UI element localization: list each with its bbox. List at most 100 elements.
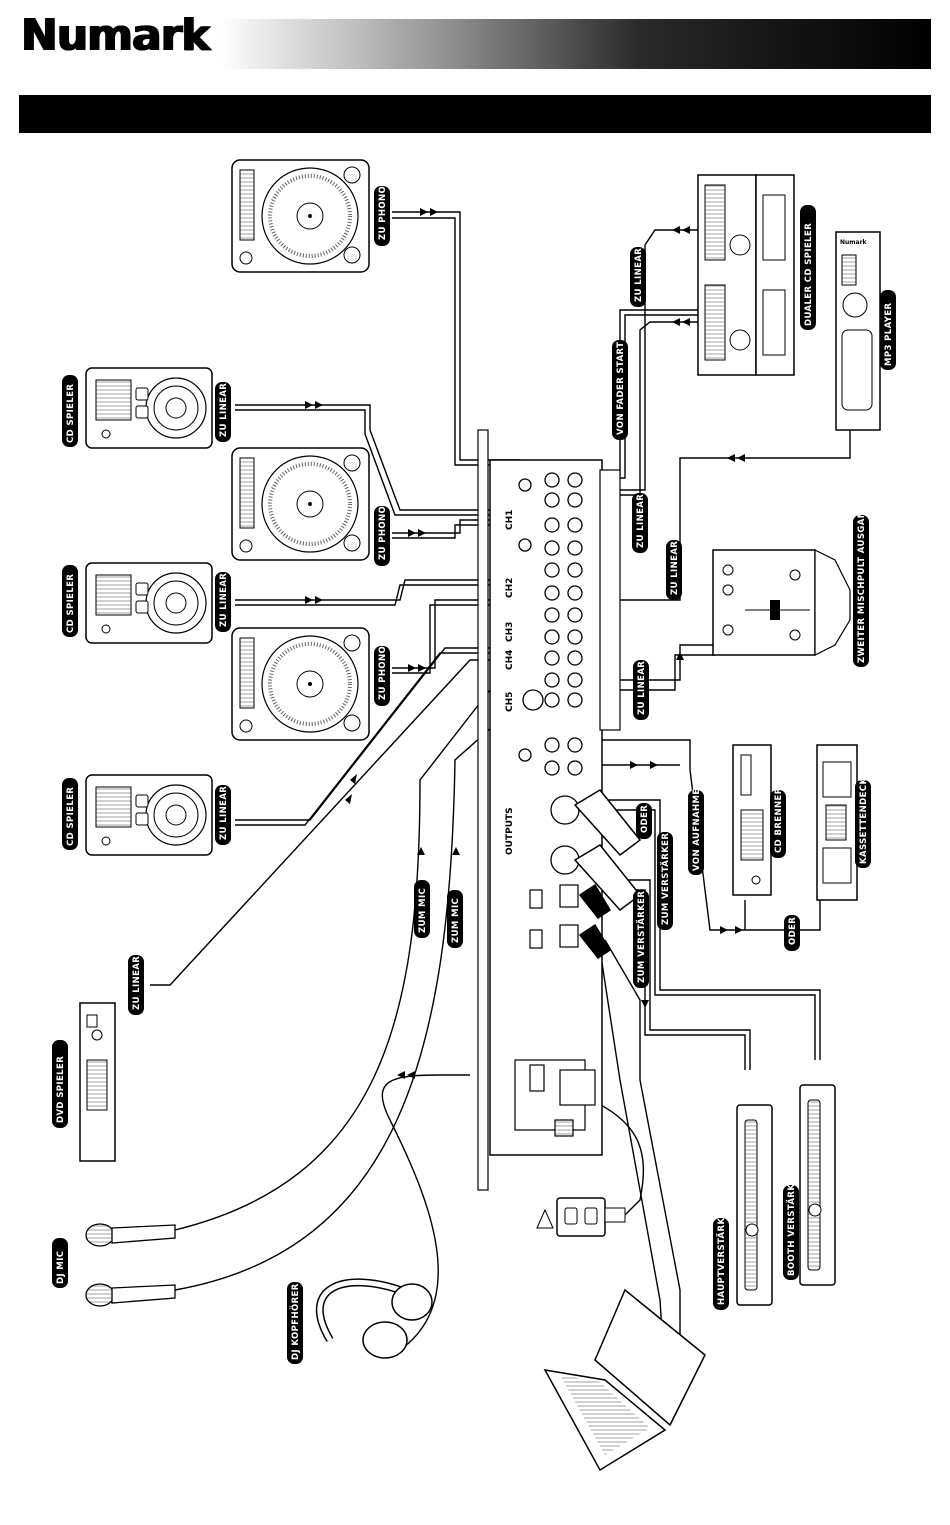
cd-player-3	[85, 774, 213, 856]
svg-text:ZU LINEAR: ZU LINEAR	[636, 494, 646, 548]
svg-text:VON AUFNAHME: VON AUFNAHME	[692, 788, 702, 871]
title-bar	[19, 95, 931, 133]
label-zu-linear-2: ZU LINEAR	[215, 572, 231, 632]
turntable-1	[231, 159, 370, 273]
label-dualer-cd-spieler: DUALER CD SPIELER	[800, 205, 816, 330]
label-von-aufnahme: VON AUFNAHME	[688, 788, 704, 875]
label-zu-phono-2: ZU PHONO	[374, 506, 390, 566]
mixer: CH1 CH2 CH3 CH4 CH5 OUTPUTS	[477, 429, 642, 1191]
svg-text:DJ KOPFHÖRER: DJ KOPFHÖRER	[290, 1283, 301, 1360]
label-zu-linear-dualcd: ZU LINEAR	[630, 247, 646, 307]
arrowheads	[305, 208, 745, 1079]
label-zum-verstaerker-1: ZUM VERSTÄRKER	[657, 832, 673, 930]
cable-cd1	[235, 404, 540, 511]
dj-mic-1	[85, 1223, 176, 1247]
label-von-fader-start: VON FADER START	[612, 340, 628, 440]
svg-text:ZUM VERSTÄRKER: ZUM VERSTÄRKER	[636, 891, 647, 983]
label-cd-spieler-1: CD SPIELER	[62, 375, 78, 447]
label-cd-spieler-2: CD SPIELER	[62, 565, 78, 637]
label-oder-2: ODER	[784, 915, 800, 951]
svg-text:ZWEITER MISCHPULT AUSGANG: ZWEITER MISCHPULT AUSGANG	[857, 503, 867, 663]
label-zum-verstaerker-2: ZUM VERSTÄRKER	[633, 890, 649, 988]
svg-text:ZUM MIC: ZUM MIC	[418, 888, 428, 933]
svg-text:ZU LINEAR: ZU LINEAR	[634, 248, 644, 302]
label-booth-verstaerker: BOOTH VERSTÄRKER	[783, 1170, 799, 1280]
label-zu-linear-5: ZU LINEAR	[666, 540, 682, 600]
svg-text:ZU LINEAR: ZU LINEAR	[219, 383, 229, 437]
ch2-label: CH2	[505, 578, 515, 598]
cable-usb	[604, 939, 681, 1400]
svg-text:ODER: ODER	[640, 805, 650, 833]
numark-logo: Numark	[21, 10, 211, 61]
label-zum-mic-2: ZUM MIC	[447, 890, 463, 948]
label-zu-phono-1: ZU PHONO	[374, 186, 390, 246]
cable-booth	[600, 799, 821, 1060]
turntable-2	[231, 447, 370, 561]
ch5-label: CH5	[505, 692, 515, 712]
svg-text:ZUM MIC: ZUM MIC	[451, 898, 461, 943]
svg-text:CD SPIELER: CD SPIELER	[66, 384, 76, 443]
label-dvd-spieler: DVD SPIELER	[52, 1040, 68, 1128]
cassette-deck	[816, 744, 858, 901]
svg-text:ZU PHONO: ZU PHONO	[378, 506, 388, 560]
main-amp	[736, 1104, 773, 1306]
laptop	[543, 1288, 706, 1472]
header-bar	[19, 19, 931, 69]
cable-phono-3b	[392, 604, 515, 674]
label-zu-linear-4: ZU LINEAR	[632, 493, 648, 553]
cable-mixer2-b	[590, 654, 715, 691]
label-zu-linear-6: ZU LINEAR	[633, 660, 649, 720]
second-mixer	[712, 549, 851, 656]
cd-player-1	[85, 367, 213, 449]
dvd-player	[79, 1002, 116, 1162]
label-zweiter-mischpult: ZWEITER MISCHPULT AUSGANG	[853, 503, 869, 667]
svg-text:BOOTH VERSTÄRKER: BOOTH VERSTÄRKER	[786, 1170, 797, 1276]
label-cd-spieler-3: CD SPIELER	[62, 778, 78, 850]
cable-cd1-2	[235, 409, 540, 516]
label-zum-mic-1: ZUM MIC	[414, 880, 430, 938]
dj-mic-2	[85, 1283, 176, 1307]
svg-text:HAUPTVERSTÄRKER: HAUPTVERSTÄRKER	[716, 1204, 727, 1305]
svg-text:DUALER CD SPIELER: DUALER CD SPIELER	[804, 223, 814, 326]
ch4-label: CH4	[505, 650, 515, 670]
ch1-label: CH1	[505, 510, 515, 530]
svg-text:KASSETTENDECK: KASSETTENDECK	[859, 778, 869, 864]
svg-text:ZU PHONO: ZU PHONO	[378, 646, 388, 700]
svg-text:ZU LINEAR: ZU LINEAR	[637, 661, 647, 715]
power-outlet	[536, 1197, 626, 1237]
cable-main	[600, 879, 751, 1070]
svg-text:ZUM VERSTÄRKER: ZUM VERSTÄRKER	[660, 833, 671, 925]
svg-text:CD SPIELER: CD SPIELER	[66, 574, 76, 633]
svg-text:ODER: ODER	[788, 917, 798, 945]
label-dj-kopfhoerer: DJ KOPFHÖRER	[287, 1282, 303, 1364]
ch3-label: CH3	[505, 622, 515, 642]
label-oder-1: ODER	[636, 803, 652, 839]
booth-amp	[799, 1084, 836, 1286]
svg-text:DVD SPIELER: DVD SPIELER	[56, 1056, 66, 1123]
label-kassettendeck: KASSETTENDECK	[855, 778, 871, 868]
svg-text:CD BRENNER: CD BRENNER	[774, 787, 784, 853]
mp3-player: Numark	[835, 231, 881, 431]
dual-cd-player	[697, 174, 795, 376]
cable-dualcd-2	[590, 321, 700, 496]
label-zu-linear-1: ZU LINEAR	[215, 382, 231, 442]
cable-cd2-2	[235, 584, 540, 606]
headphones	[315, 1278, 433, 1359]
label-zu-linear-3: ZU LINEAR	[215, 785, 231, 845]
cable-mic-2	[174, 719, 501, 1291]
svg-text:ZU LINEAR: ZU LINEAR	[132, 956, 142, 1010]
label-zu-linear-dvd: ZU LINEAR	[128, 955, 144, 1015]
outputs-label: OUTPUTS	[505, 807, 515, 855]
cable-headphone	[381, 1074, 470, 1351]
label-cd-brenner: CD BRENNER	[770, 787, 786, 858]
cd-burner	[732, 744, 772, 896]
mp3-brand: Numark	[840, 239, 868, 246]
svg-text:ZU LINEAR: ZU LINEAR	[219, 786, 229, 840]
label-dj-mic: DJ MIC	[52, 1238, 68, 1288]
label-hauptverstaerker: HAUPTVERSTÄRKER	[713, 1204, 729, 1310]
cable-dualcd-1	[590, 229, 700, 491]
svg-text:DJ MIC: DJ MIC	[56, 1251, 66, 1284]
svg-text:ZU PHONO: ZU PHONO	[378, 186, 388, 240]
